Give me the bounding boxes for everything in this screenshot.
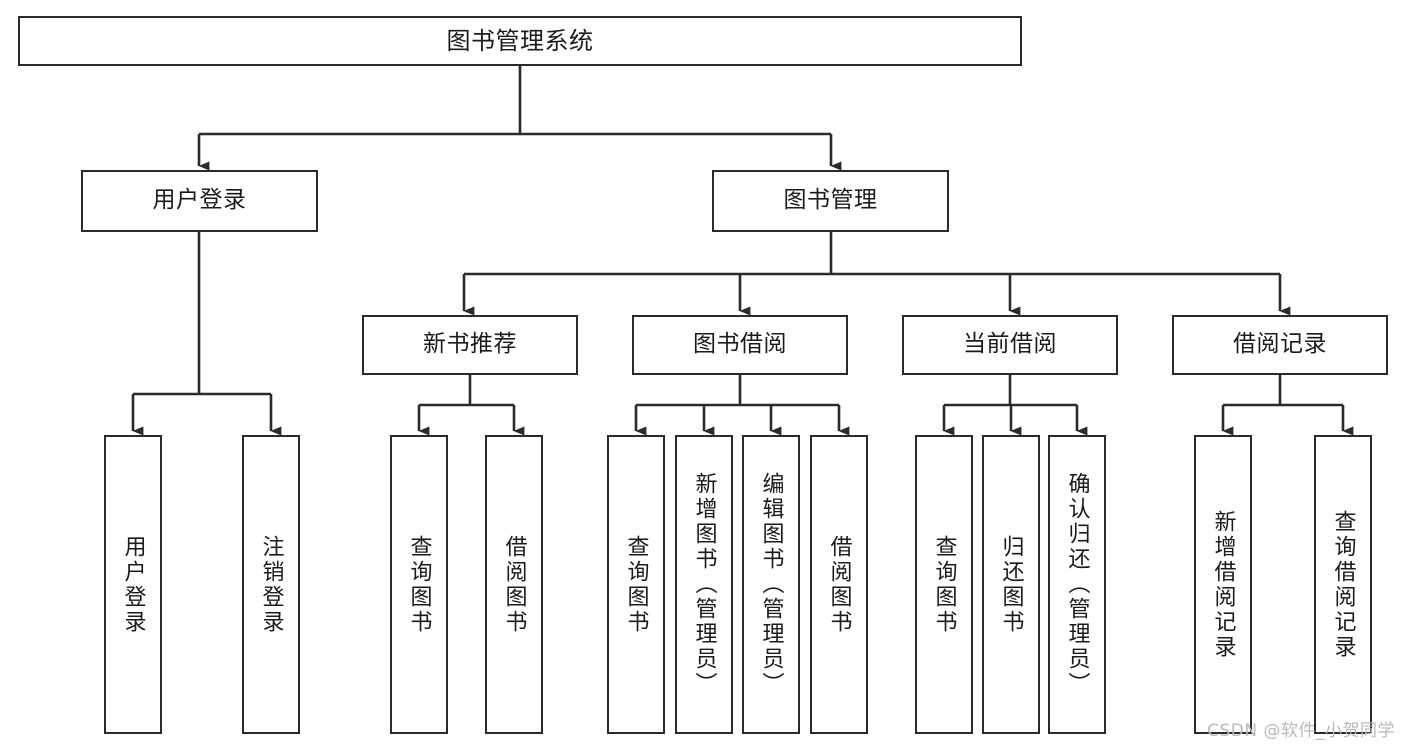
node-leaf-user-login[interactable]: 用户登录 bbox=[104, 435, 162, 734]
node-book-manage[interactable]: 图书管理 bbox=[712, 170, 949, 232]
node-leaf-query-book-3-label: 查询图书 bbox=[931, 534, 957, 635]
node-current-borrow-label: 当前借阅 bbox=[963, 331, 1057, 358]
node-leaf-query-record[interactable]: 查询借阅记录 bbox=[1314, 435, 1372, 734]
node-new-book-rec-label: 新书推荐 bbox=[423, 331, 517, 358]
node-leaf-borrow-book-1[interactable]: 借阅图书 bbox=[485, 435, 543, 734]
node-root[interactable]: 图书管理系统 bbox=[18, 16, 1022, 66]
node-leaf-user-login-label: 用户登录 bbox=[120, 534, 146, 635]
node-leaf-add-book[interactable]: 新增图书（管理员） bbox=[675, 435, 733, 734]
node-borrow-record-label: 借阅记录 bbox=[1233, 331, 1327, 358]
node-leaf-logout-label: 注销登录 bbox=[258, 534, 284, 635]
node-leaf-query-record-label: 查询借阅记录 bbox=[1330, 509, 1356, 660]
node-leaf-add-record-label: 新增借阅记录 bbox=[1210, 509, 1236, 660]
node-leaf-logout[interactable]: 注销登录 bbox=[242, 435, 300, 734]
node-leaf-query-book-1-label: 查询图书 bbox=[406, 534, 432, 635]
node-book-borrow-label: 图书借阅 bbox=[693, 331, 787, 358]
node-leaf-borrow-book-1-label: 借阅图书 bbox=[501, 534, 527, 635]
node-user-login-label: 用户登录 bbox=[152, 187, 247, 214]
node-book-borrow[interactable]: 图书借阅 bbox=[632, 315, 848, 375]
node-root-label: 图书管理系统 bbox=[446, 26, 594, 55]
node-leaf-add-book-label: 新增图书（管理员） bbox=[691, 472, 717, 697]
node-leaf-query-book-2[interactable]: 查询图书 bbox=[607, 435, 665, 734]
node-leaf-query-book-1[interactable]: 查询图书 bbox=[390, 435, 448, 734]
node-leaf-confirm-return[interactable]: 确认归还（管理员） bbox=[1048, 435, 1106, 734]
node-user-login[interactable]: 用户登录 bbox=[81, 170, 318, 232]
node-leaf-return-book-label: 归还图书 bbox=[998, 534, 1024, 635]
node-borrow-record[interactable]: 借阅记录 bbox=[1172, 315, 1388, 375]
node-leaf-edit-book[interactable]: 编辑图书（管理员） bbox=[742, 435, 800, 734]
node-leaf-add-record[interactable]: 新增借阅记录 bbox=[1194, 435, 1252, 734]
node-current-borrow[interactable]: 当前借阅 bbox=[902, 315, 1118, 375]
node-leaf-confirm-return-label: 确认归还（管理员） bbox=[1064, 472, 1090, 697]
node-leaf-edit-book-label: 编辑图书（管理员） bbox=[758, 472, 784, 697]
node-leaf-borrow-book-2[interactable]: 借阅图书 bbox=[810, 435, 868, 734]
node-new-book-rec[interactable]: 新书推荐 bbox=[362, 315, 578, 375]
node-leaf-query-book-2-label: 查询图书 bbox=[623, 534, 649, 635]
csdn-watermark: CSDN @软件_小贺同学 bbox=[1207, 721, 1395, 741]
node-leaf-query-book-3[interactable]: 查询图书 bbox=[915, 435, 973, 734]
node-leaf-borrow-book-2-label: 借阅图书 bbox=[826, 534, 852, 635]
node-leaf-return-book[interactable]: 归还图书 bbox=[982, 435, 1040, 734]
node-book-manage-label: 图书管理 bbox=[783, 187, 878, 214]
